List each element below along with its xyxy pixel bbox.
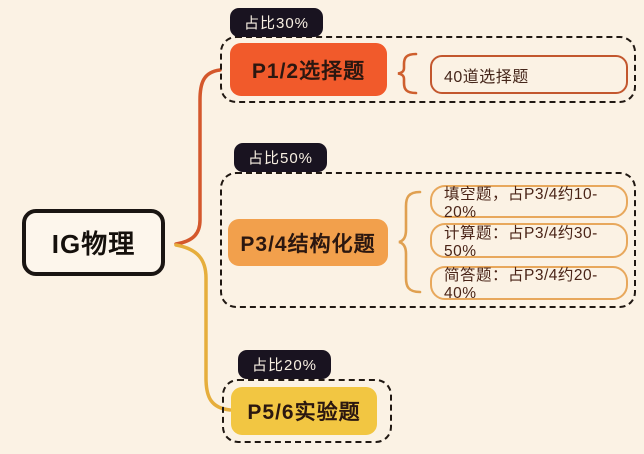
topic-label: P5/6实验题 [247, 401, 361, 424]
connector-branch-1 [174, 68, 222, 246]
badge-label: 占比50% [248, 150, 314, 167]
branch-2-detail-box: 填空题，占P3/4约10-20% [430, 185, 628, 221]
branch-2-percentage-badge: 占比50% [234, 143, 328, 172]
branch-1-topic-node: P1/2选择题 [230, 43, 387, 96]
branch-1-container [220, 36, 636, 103]
branch-2-detail-box: 计算题：占P3/4约30-50% [430, 223, 628, 260]
connector-branch-3 [174, 243, 232, 412]
badge-label: 占比20% [252, 357, 318, 374]
topic-label: P3/4结构化题 [240, 232, 376, 256]
branch-3-container [222, 379, 392, 443]
branch-3-percentage-badge: 占比20% [238, 350, 332, 379]
badge-label: 占比30% [244, 15, 310, 32]
branch-2-topic-node: P3/4结构化题 [228, 219, 388, 266]
branch-2-container [220, 172, 636, 308]
detail-label: 计算题：占P3/4约30-50% [444, 224, 598, 260]
branch-1-detail-box: 40道选择题 [430, 55, 628, 94]
root-node: IG物理 [22, 209, 165, 276]
branch-2-detail-box: 简答题：占P3/4约20-40% [430, 266, 628, 302]
brace-icon [398, 190, 422, 294]
detail-label: 简答题：占P3/4约20-40% [444, 267, 598, 302]
detail-label: 填空题，占P3/4约10-20% [444, 185, 598, 221]
detail-label: 40道选择题 [444, 68, 529, 86]
root-label: IG物理 [51, 229, 136, 259]
brace-icon [397, 52, 418, 95]
branch-3-topic-node: P5/6实验题 [231, 387, 377, 435]
branch-1-percentage-badge: 占比30% [230, 8, 324, 37]
topic-label: P1/2选择题 [251, 59, 366, 83]
